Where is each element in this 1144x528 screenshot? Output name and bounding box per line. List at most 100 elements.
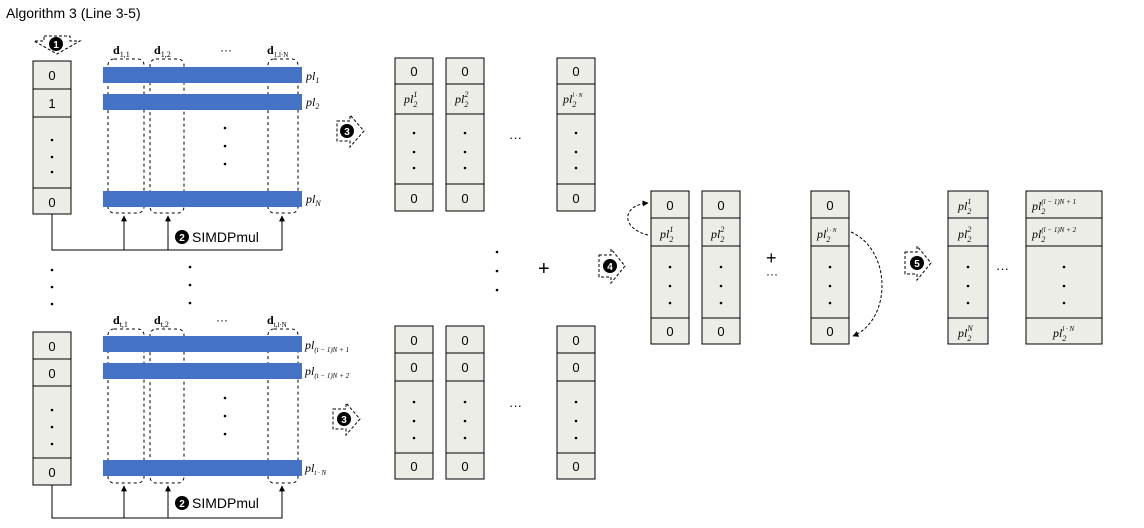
svg-text:pl2l · N: pl2l · N [562, 92, 584, 109]
bottom-bar-vertical-dots [223, 396, 227, 436]
svg-text:0: 0 [826, 198, 833, 213]
bottom-bar-label-2: pl(t − 1)N + 2 [304, 364, 350, 380]
top-bar-vertical-dots [223, 126, 227, 166]
bottom-col-ellipsis: ··· [216, 313, 228, 327]
center-vertical-dots [495, 250, 499, 292]
step2-badge-top [175, 230, 189, 244]
step4-indicator: 4 [598, 247, 626, 285]
bottom-simdpmul-label: 2 SIMDPmul [175, 495, 259, 511]
svg-text:pl2(l − 1)N + 2: pl2(l − 1)N + 2 [1031, 226, 1077, 244]
shift-vector-2: 0 pl22 0 [701, 190, 741, 345]
bottom-dashed-columns [107, 328, 299, 484]
svg-text:0: 0 [572, 459, 579, 474]
top-simdpmul-label: 2 SIMDPmul [175, 229, 259, 245]
svg-text:pl22: pl22 [454, 90, 468, 109]
top-dashed-columns [107, 58, 299, 214]
final-ellipsis: ··· [996, 261, 1009, 276]
bottom-bar-labels: pl(t − 1)N + 1 pl(t − 1)N + 2 plt · N [304, 338, 350, 477]
svg-text:3: 3 [341, 415, 347, 426]
svg-text:0: 0 [461, 459, 468, 474]
svg-text:4: 4 [607, 262, 613, 273]
bottom-feedback-lines [51, 485, 285, 519]
svg-text:3: 3 [344, 127, 350, 138]
svg-text:0: 0 [48, 339, 55, 354]
svg-text:pl21: pl21 [659, 225, 673, 244]
svg-text:pl2N: pl2N [957, 324, 973, 343]
svg-text:0: 0 [572, 333, 579, 348]
top-col-ellipsis: ··· [220, 43, 232, 57]
bottom-result-vector-2: 0 0 0 [445, 325, 485, 480]
bottom-input-vector: 0 0 0 [32, 331, 72, 486]
svg-text:pl2(l − 1)N + 1: pl2(l − 1)N + 1 [1031, 198, 1076, 216]
top-result-vector-1: 0 pl21 0 [394, 57, 434, 212]
top-input-vector: 0 1 0 [32, 60, 72, 215]
plus-sign-2: + [766, 248, 777, 268]
svg-text:0: 0 [461, 64, 468, 79]
svg-text:0: 0 [410, 333, 417, 348]
top-bar-label-1: pl1 [305, 69, 319, 85]
top-feedback-lines [51, 214, 285, 251]
svg-text:pl2l · N: pl2l · N [1052, 325, 1075, 343]
top-bar-last [103, 191, 302, 207]
top-column-labels: d1,1 d1,2 ··· d1,l·N [113, 43, 288, 59]
svg-text:0: 0 [48, 366, 55, 381]
left-vertical-dots [50, 268, 54, 306]
bottom-simdpmul-text: SIMDPmul [192, 495, 259, 511]
svg-text:0: 0 [572, 191, 579, 206]
top-bar-label-2: pl2 [305, 95, 319, 111]
svg-text:pl2l · N: pl2l · N [816, 227, 838, 244]
svg-text:0: 0 [410, 459, 417, 474]
final-vector-last: pl2(l − 1)N + 1 pl2(l − 1)N + 2 pl2l · N [1025, 190, 1103, 345]
top-vector-vertical-dots [50, 138, 54, 174]
bottom-result-ellipsis: ··· [509, 398, 522, 413]
step3-indicator-bottom: 3 [332, 401, 361, 437]
step5-indicator: 5 [904, 244, 932, 282]
top-col-label-2: d1,2 [154, 43, 171, 59]
top-result-vector-last: 0 pl2l · N 0 [556, 57, 596, 212]
shift-vector-1: 0 pl21 0 [650, 190, 690, 345]
bottom-col-label-1: dt,1 [113, 313, 128, 329]
step1-indicator: 1 [32, 35, 82, 55]
shift-ellipsis: ··· [766, 267, 778, 281]
rotate-arrow-right [850, 231, 883, 337]
svg-text:5: 5 [914, 259, 920, 270]
bottom-polynomial-bars [103, 336, 302, 476]
step2-badge-bottom [175, 496, 189, 510]
top-bar-1 [103, 67, 302, 83]
final-vector-1: pl21 pl22 pl2N [947, 190, 989, 345]
svg-text:pl21: pl21 [403, 90, 417, 109]
svg-text:0: 0 [461, 333, 468, 348]
bottom-column-labels: dt,1 dt,2 ··· dt,l·N [113, 313, 287, 329]
shift-vector-last: 0 pl2l · N 0 [810, 190, 850, 345]
step3-indicator-top: 3 [336, 113, 365, 149]
svg-text:0: 0 [826, 324, 833, 339]
svg-text:0: 0 [572, 360, 579, 375]
svg-text:0: 0 [461, 191, 468, 206]
bottom-result-vector-last: 0 0 0 [556, 325, 596, 480]
top-polynomial-bars [103, 67, 302, 207]
step1-badge [49, 37, 63, 51]
svg-text:0: 0 [666, 198, 673, 213]
top-vector-cell-last: 0 [48, 195, 55, 210]
bottom-bar-1 [103, 336, 302, 352]
top-vector-cell-0: 0 [48, 68, 55, 83]
bottom-col-label-2: dt,2 [154, 313, 169, 329]
svg-text:pl22: pl22 [957, 225, 971, 244]
bottom-bar-2 [103, 363, 302, 379]
top-vector-cell-1: 1 [48, 96, 55, 111]
svg-text:0: 0 [410, 191, 417, 206]
top-result-vector-2: 0 pl22 0 [445, 57, 485, 212]
svg-text:0: 0 [48, 465, 55, 480]
step1-number: 1 [53, 40, 59, 51]
bottom-bar-label-1: pl(t − 1)N + 1 [304, 338, 349, 354]
bottom-result-vector-1: 0 0 0 [394, 325, 434, 480]
svg-text:pl22: pl22 [710, 225, 724, 244]
mid-vertical-dots [188, 265, 192, 305]
rotate-arrow-left [627, 200, 649, 236]
top-bar-label-last: plN [305, 192, 321, 208]
svg-text:2: 2 [179, 233, 185, 244]
svg-text:0: 0 [666, 324, 673, 339]
top-bar-2 [103, 94, 302, 110]
top-simdpmul-text: SIMDPmul [192, 229, 259, 245]
svg-text:0: 0 [410, 64, 417, 79]
